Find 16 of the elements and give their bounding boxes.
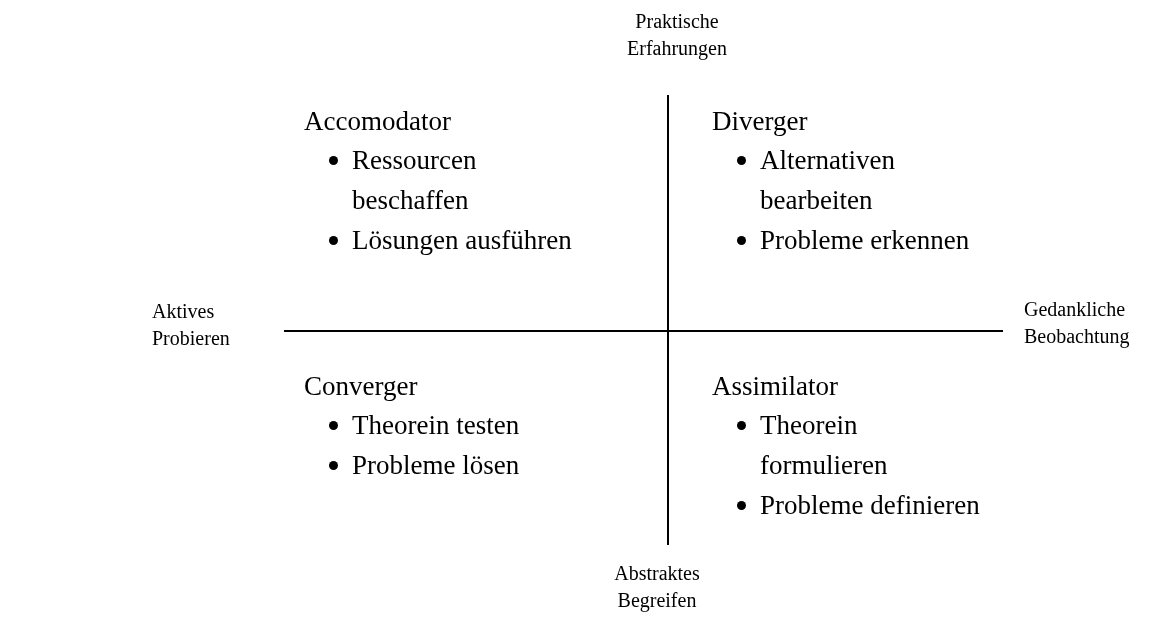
axis-label: Aktives Probieren xyxy=(152,299,231,351)
quadrant-heading: Diverger xyxy=(712,105,808,138)
quadrant-heading: Assimilator xyxy=(712,370,838,403)
list-item-text: Lösungen ausführen xyxy=(352,225,572,255)
list-item-text: Theorein testen xyxy=(352,410,520,440)
list-item-text: Probleme erkennen xyxy=(760,225,970,255)
list-item-text: Ressourcen beschaffen xyxy=(352,145,477,215)
axis-label: Abstraktes Begreifen xyxy=(613,561,701,614)
list-item-text: Alternativen bearbeiten xyxy=(760,145,895,215)
quadrant-heading: Accomodator xyxy=(304,105,451,138)
list-item-text: Theorein formulieren xyxy=(760,410,888,480)
axis-label: Gedankliche Beobachtung xyxy=(1024,297,1131,350)
list-item-text: Probleme lösen xyxy=(352,450,520,480)
list-item-text: Probleme definieren xyxy=(760,490,980,520)
quadrant-heading: Converger xyxy=(304,370,418,403)
axis-label: Praktische Erfahrungen xyxy=(626,9,728,62)
